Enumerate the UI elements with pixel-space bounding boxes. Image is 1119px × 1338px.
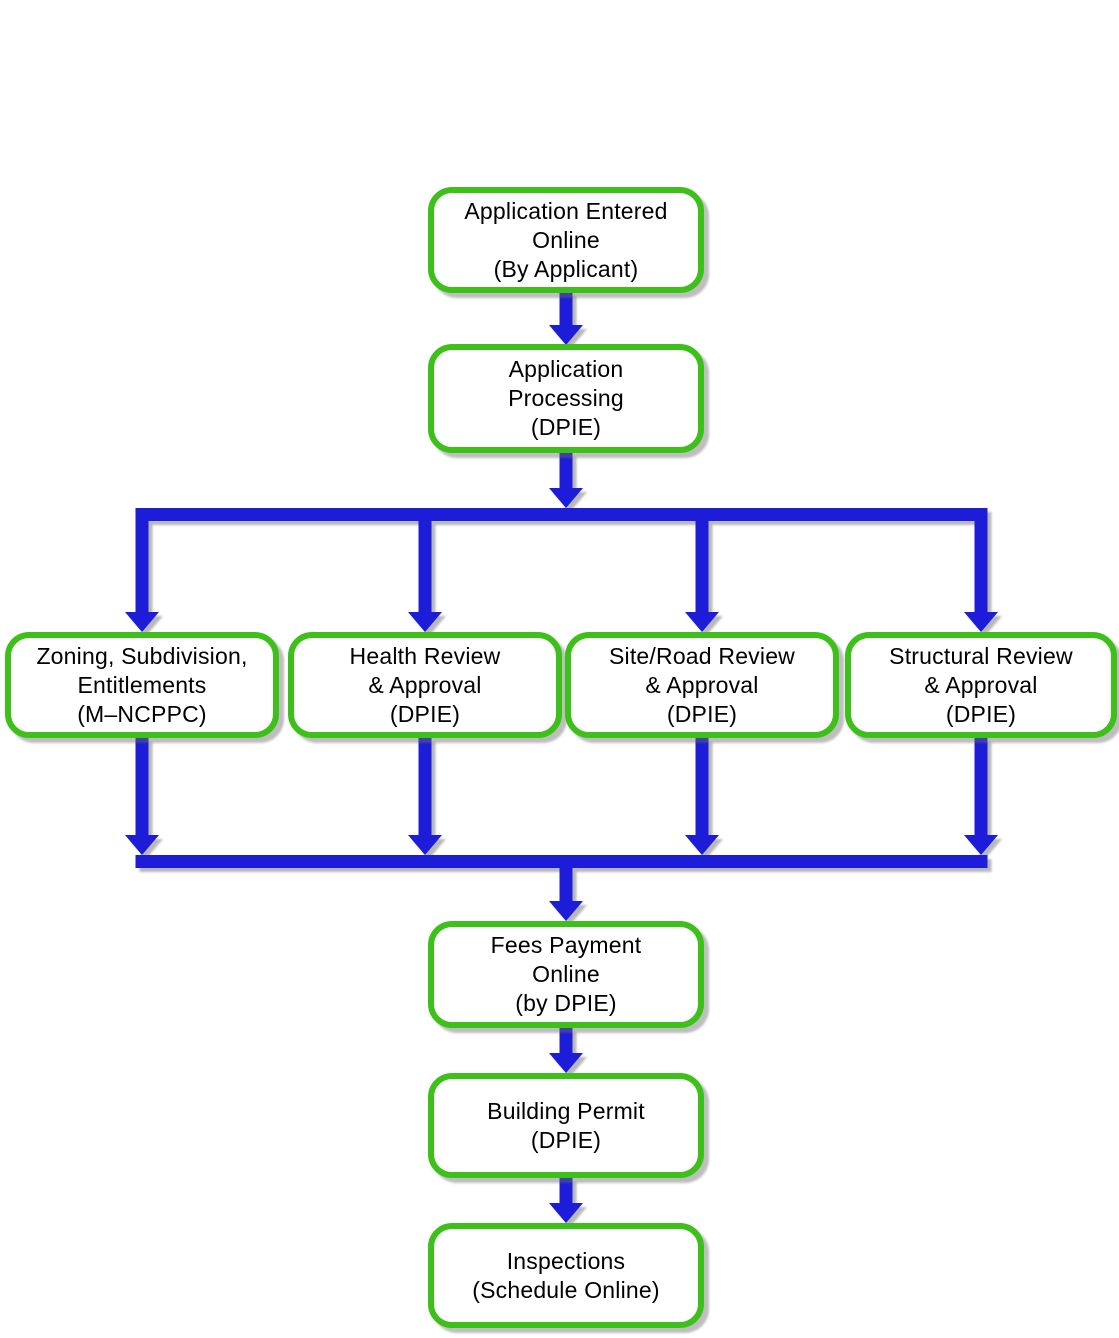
node-site-road-review-approval: Site/Road Review & Approval (DPIE) xyxy=(565,632,839,738)
node-label: Fees Payment Online (by DPIE) xyxy=(490,932,642,1016)
node-label: Site/Road Review & Approval (DPIE) xyxy=(608,642,795,727)
arrow-entry-to-processing xyxy=(549,292,583,345)
node-health-review-approval: Health Review & Approval (DPIE) xyxy=(288,632,562,738)
node-label: Health Review & Approval (DPIE) xyxy=(349,642,501,727)
arrow-bar-to-structural xyxy=(964,521,998,632)
node-application-entered-online: Application Entered Online (By Applicant… xyxy=(428,187,704,293)
arrow-bar-to-health xyxy=(408,521,442,632)
node-label: Application Processing (DPIE) xyxy=(508,356,624,440)
node-label: Building Permit (DPIE) xyxy=(487,1097,645,1153)
branch-bar-top xyxy=(135,508,988,521)
arrow-health-to-merge xyxy=(408,738,442,855)
node-label: Zoning, Subdivision, Entitlements (M–NCP… xyxy=(36,642,248,727)
node-building-permit: Building Permit (DPIE) xyxy=(428,1073,704,1178)
arrow-processing-to-branch-bar xyxy=(549,453,583,508)
arrow-bar-to-zoning xyxy=(125,521,159,632)
arrow-bar-to-siteroad xyxy=(685,521,719,632)
arrow-zoning-to-merge xyxy=(125,738,159,855)
node-application-processing: Application Processing (DPIE) xyxy=(428,344,704,453)
node-label: Structural Review & Approval (DPIE) xyxy=(889,642,1073,727)
merge-bar-bottom xyxy=(135,855,988,868)
arrow-merge-to-fees xyxy=(549,868,583,921)
arrow-permit-to-inspections xyxy=(549,1178,583,1223)
arrow-siteroad-to-merge xyxy=(685,738,719,855)
arrow-fees-to-permit xyxy=(549,1028,583,1073)
node-structural-review-approval: Structural Review & Approval (DPIE) xyxy=(845,632,1117,738)
node-label: Inspections (Schedule Online) xyxy=(472,1247,660,1303)
node-label: Application Entered Online (By Applicant… xyxy=(464,197,668,282)
node-zoning-subdivision-entitlements: Zoning, Subdivision, Entitlements (M–NCP… xyxy=(5,632,279,738)
node-fees-payment-online: Fees Payment Online (by DPIE) xyxy=(428,921,704,1028)
arrow-structural-to-merge xyxy=(964,738,998,855)
node-inspections-schedule-online: Inspections (Schedule Online) xyxy=(428,1223,704,1328)
